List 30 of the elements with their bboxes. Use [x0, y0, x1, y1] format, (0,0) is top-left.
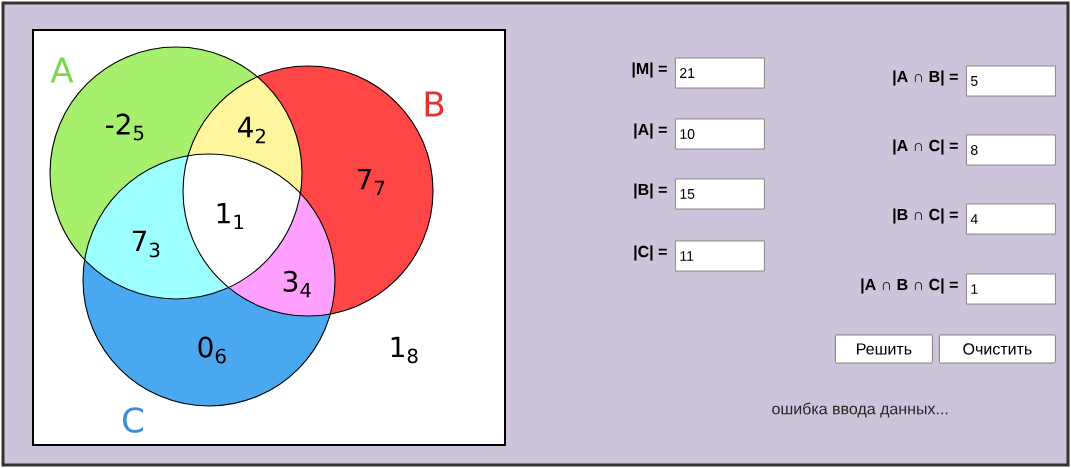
field-label: |A ∩ B| = [893, 70, 958, 86]
input-field: 8 [966, 134, 1056, 166]
region-count: 7$_{7}$ [357, 168, 385, 196]
button: Очистить [939, 334, 1056, 364]
region-count: 0$_{6}$ [198, 336, 226, 364]
set-letter: B [425, 91, 444, 117]
field-label: |B ∩ C| = [893, 208, 958, 224]
field-label: |C| = [634, 245, 667, 261]
region-count: 3$_{4}$ [283, 270, 311, 298]
set-letter: A [50, 57, 74, 83]
region-count: 4$_{2}$ [238, 116, 265, 144]
field-label: |A ∩ C| = [893, 139, 958, 155]
input-field: 1 [966, 273, 1056, 305]
input-field: 11 [675, 240, 765, 272]
input-field: 15 [675, 178, 765, 210]
region-count: 1$_{1}$ [217, 202, 244, 230]
set-letter: C [123, 407, 144, 433]
region-count: 1$_{8}$ [391, 336, 418, 364]
field-label: |A| = [634, 123, 667, 139]
field-label: |A ∩ B ∩ C| = [861, 278, 958, 294]
input-field: 4 [966, 203, 1056, 235]
input-field: 21 [675, 57, 765, 89]
region-count: 7$_{3}$ [132, 230, 160, 258]
input-field: 10 [675, 118, 765, 150]
region-count: -2$_{5}$ [105, 113, 144, 141]
field-label: |M| = [632, 62, 667, 78]
button: Решить [835, 334, 933, 364]
field-label: |B| = [634, 183, 667, 199]
input-field: 5 [966, 65, 1056, 97]
status-message: ошибка ввода данных... [772, 402, 948, 418]
